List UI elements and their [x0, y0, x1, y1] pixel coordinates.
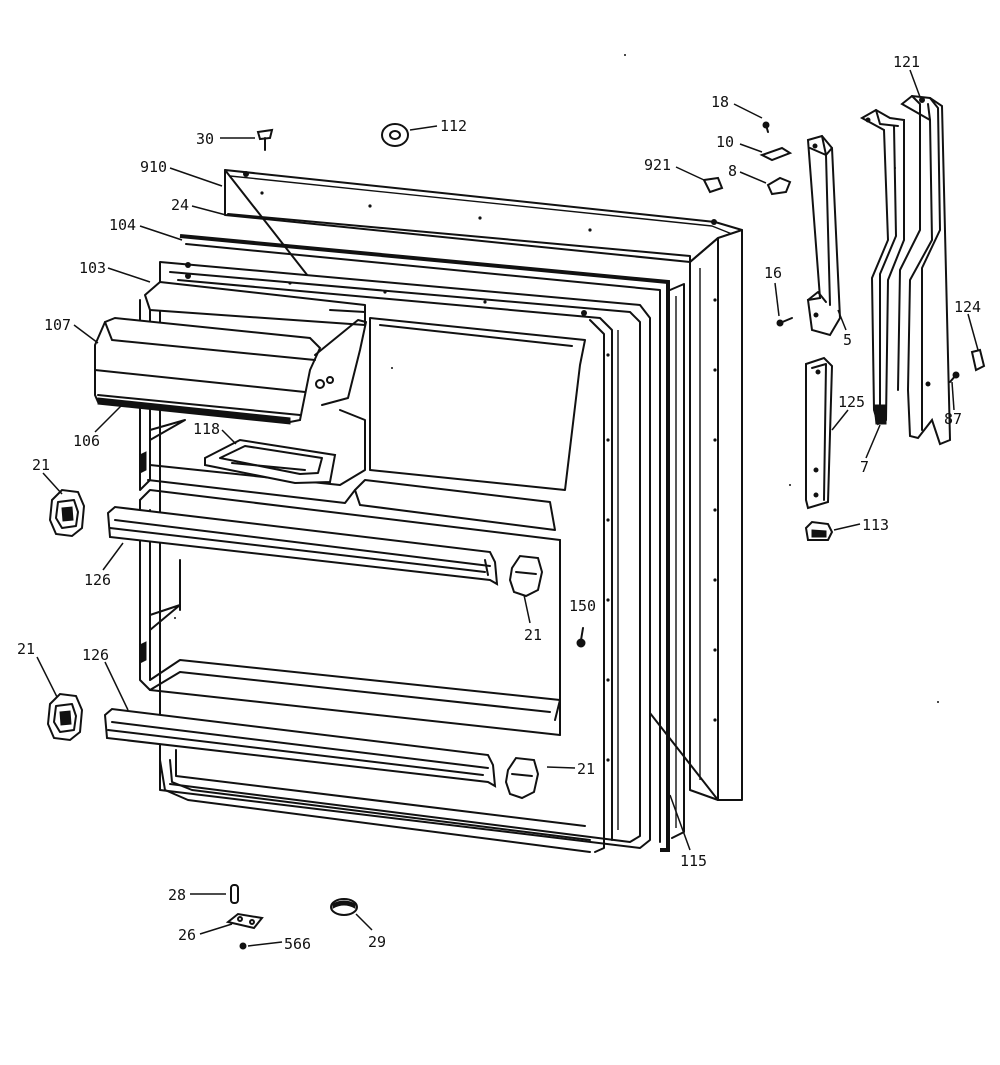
label-566: 566	[284, 935, 311, 953]
label-921: 921	[644, 156, 671, 174]
label-5: 5	[843, 331, 852, 349]
bracket-5	[806, 134, 842, 337]
label-150: 150	[569, 597, 596, 615]
retainer-125	[805, 356, 834, 510]
spacer-28	[230, 884, 239, 904]
screw-16	[776, 317, 793, 327]
label-30: 30	[196, 130, 214, 148]
screw-566	[239, 942, 247, 950]
label-106: 106	[73, 432, 100, 450]
label-125: 125	[838, 393, 865, 411]
label-87: 87	[944, 410, 962, 428]
door-shelf-bar-lower	[103, 707, 497, 788]
label-21-right-lower: 21	[577, 760, 595, 778]
screw-18	[762, 121, 770, 133]
plug-112	[381, 123, 409, 147]
label-910: 910	[140, 158, 167, 176]
label-112: 112	[440, 117, 467, 135]
clip-8	[766, 176, 792, 196]
foot-29	[330, 898, 358, 916]
label-10: 10	[716, 133, 734, 151]
label-7: 7	[860, 458, 869, 476]
label-107: 107	[44, 316, 71, 334]
plug-124	[970, 348, 986, 372]
label-21-left-lower: 21	[17, 640, 35, 658]
label-126-lower: 126	[82, 646, 109, 664]
screw-150	[576, 627, 586, 648]
cap-113	[804, 520, 834, 541]
clip-10	[759, 146, 793, 162]
label-115: 115	[680, 852, 707, 870]
handle-121	[897, 94, 952, 446]
label-29: 29	[368, 933, 386, 951]
dispenser-cover	[94, 309, 367, 425]
label-16: 16	[764, 264, 782, 282]
upper-recess	[139, 281, 586, 531]
label-118: 118	[193, 420, 220, 438]
label-24: 24	[171, 196, 189, 214]
liner-shelf-areas	[139, 489, 561, 736]
label-104: 104	[109, 216, 136, 234]
rod-7	[859, 108, 905, 426]
label-121: 121	[893, 53, 920, 71]
label-8: 8	[728, 162, 737, 180]
plug-921	[702, 176, 724, 194]
scan-specks	[174, 54, 939, 703]
screw-87	[949, 371, 960, 383]
leader-lines	[36, 69, 979, 947]
screw-30	[256, 128, 274, 151]
shelf-end-caps	[46, 488, 544, 800]
part-labels: 30 112 910 24 104 103 107 106 118 21 126…	[17, 53, 981, 953]
label-103: 103	[79, 259, 106, 277]
ice-tray	[204, 438, 337, 485]
label-113: 113	[862, 516, 889, 534]
door-shelf-bar-upper	[106, 505, 499, 586]
label-26: 26	[178, 926, 196, 944]
door-gasket	[179, 213, 691, 852]
label-18: 18	[711, 93, 729, 111]
label-28: 28	[168, 886, 186, 904]
label-21-right-upper: 21	[524, 626, 542, 644]
label-21-left-upper: 21	[32, 456, 50, 474]
label-126-upper: 126	[84, 571, 111, 589]
plate-26	[225, 912, 264, 930]
label-124: 124	[954, 298, 981, 316]
